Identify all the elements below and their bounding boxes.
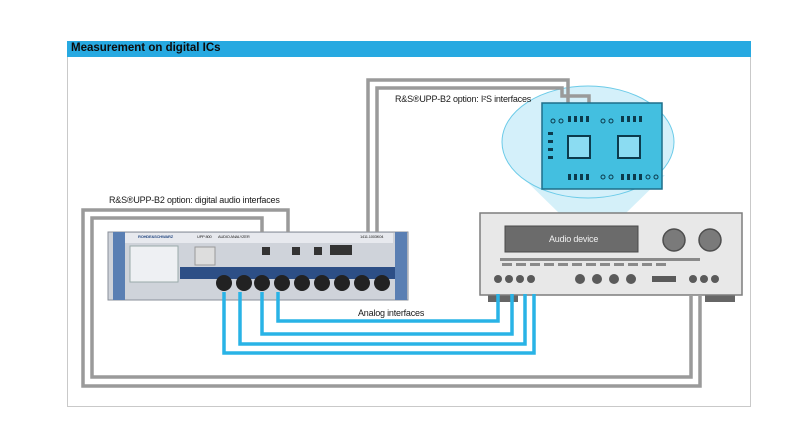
- pcb-board: [541, 102, 663, 190]
- i2s-label: R&S®UPP-B2 option: I²S interfaces: [395, 94, 532, 104]
- audio-device-label: Audio device: [549, 234, 599, 244]
- instrument-part-no: 1411.1003K04: [360, 234, 384, 239]
- audio-device: [479, 212, 743, 302]
- instrument-brand: ROHDE&SCHWARZ: [138, 234, 173, 239]
- digital-cables: [81, 78, 702, 388]
- instrument-model: UPP 800: [197, 234, 212, 239]
- instrument-name: AUDIO ANALYZER: [218, 234, 250, 239]
- analog-interfaces-label: Analog interfaces: [358, 308, 425, 318]
- title-bar: Measurement on digital ICs: [67, 41, 751, 57]
- digital-audio-label: R&S®UPP-B2 option: digital audio interfa…: [109, 195, 280, 205]
- diagram-title: Measurement on digital ICs: [71, 42, 221, 54]
- audio-analyzer: [107, 231, 409, 301]
- analog-cables: [222, 292, 536, 355]
